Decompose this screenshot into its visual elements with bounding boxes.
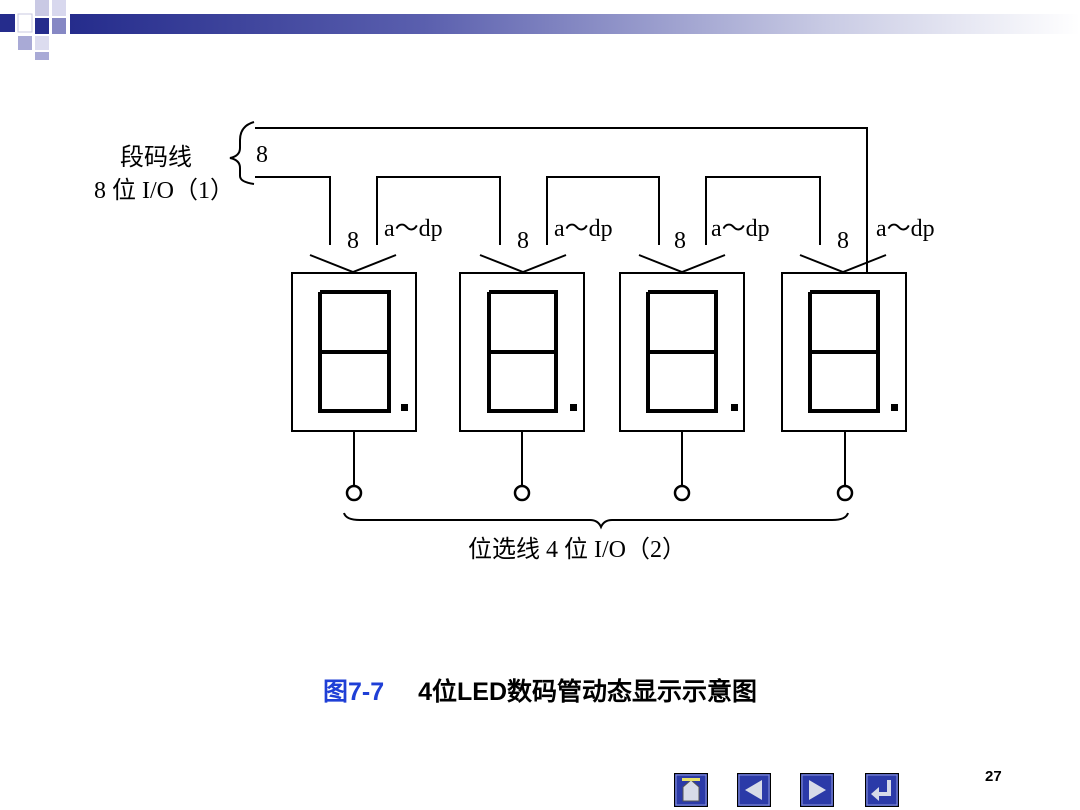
digit-signal-label: a～dp (711, 216, 770, 242)
segment-io-label: 8 位 I/O（1） (94, 177, 234, 204)
return-icon (871, 780, 891, 801)
nav-home-button[interactable] (674, 773, 708, 807)
digit-module-3: 8 a～dp (619, 216, 770, 502)
slide-header-banner (0, 0, 1080, 60)
bus-width-label: 8 (256, 142, 268, 168)
digit-signal-label: a～dp (384, 216, 443, 242)
nav-prev-button[interactable] (737, 773, 771, 807)
digit-module-1: 8 a～dp (291, 216, 443, 502)
digit-width-label: 8 (837, 228, 849, 254)
nav-next-button[interactable] (800, 773, 834, 807)
digit-signal-label: a～dp (876, 216, 935, 242)
digit-select-label: 位选线 4 位 I/O（2） (468, 536, 686, 563)
figure-caption: 图7-7 4位LED数码管动态显示示意图 (0, 672, 1080, 712)
led-multiplex-diagram: 段码线 8 位 I/O（1） 8 8 a～dp 8 a～dp (94, 121, 935, 563)
digit-width-label: 8 (517, 228, 529, 254)
digit-width-label: 8 (347, 228, 359, 254)
home-icon (682, 778, 700, 802)
arrow-left-icon (745, 780, 762, 800)
page-number: 27 (985, 768, 1002, 785)
digit-width-label: 8 (674, 228, 686, 254)
digit-module-4: 8 a～dp (781, 216, 935, 502)
segment-bus-label: 段码线 (120, 144, 192, 171)
digit-module-2: 8 a～dp (459, 216, 613, 502)
digit-signal-label: a～dp (554, 216, 613, 242)
arrow-right-icon (809, 780, 826, 800)
figure-number: 图7-7 (322, 678, 385, 706)
figure-title: 4位LED数码管动态显示示意图 (418, 678, 758, 706)
segment-bus-texts: 段码线 8 位 I/O（1） 8 (94, 142, 268, 204)
nav-return-button[interactable] (865, 773, 899, 807)
